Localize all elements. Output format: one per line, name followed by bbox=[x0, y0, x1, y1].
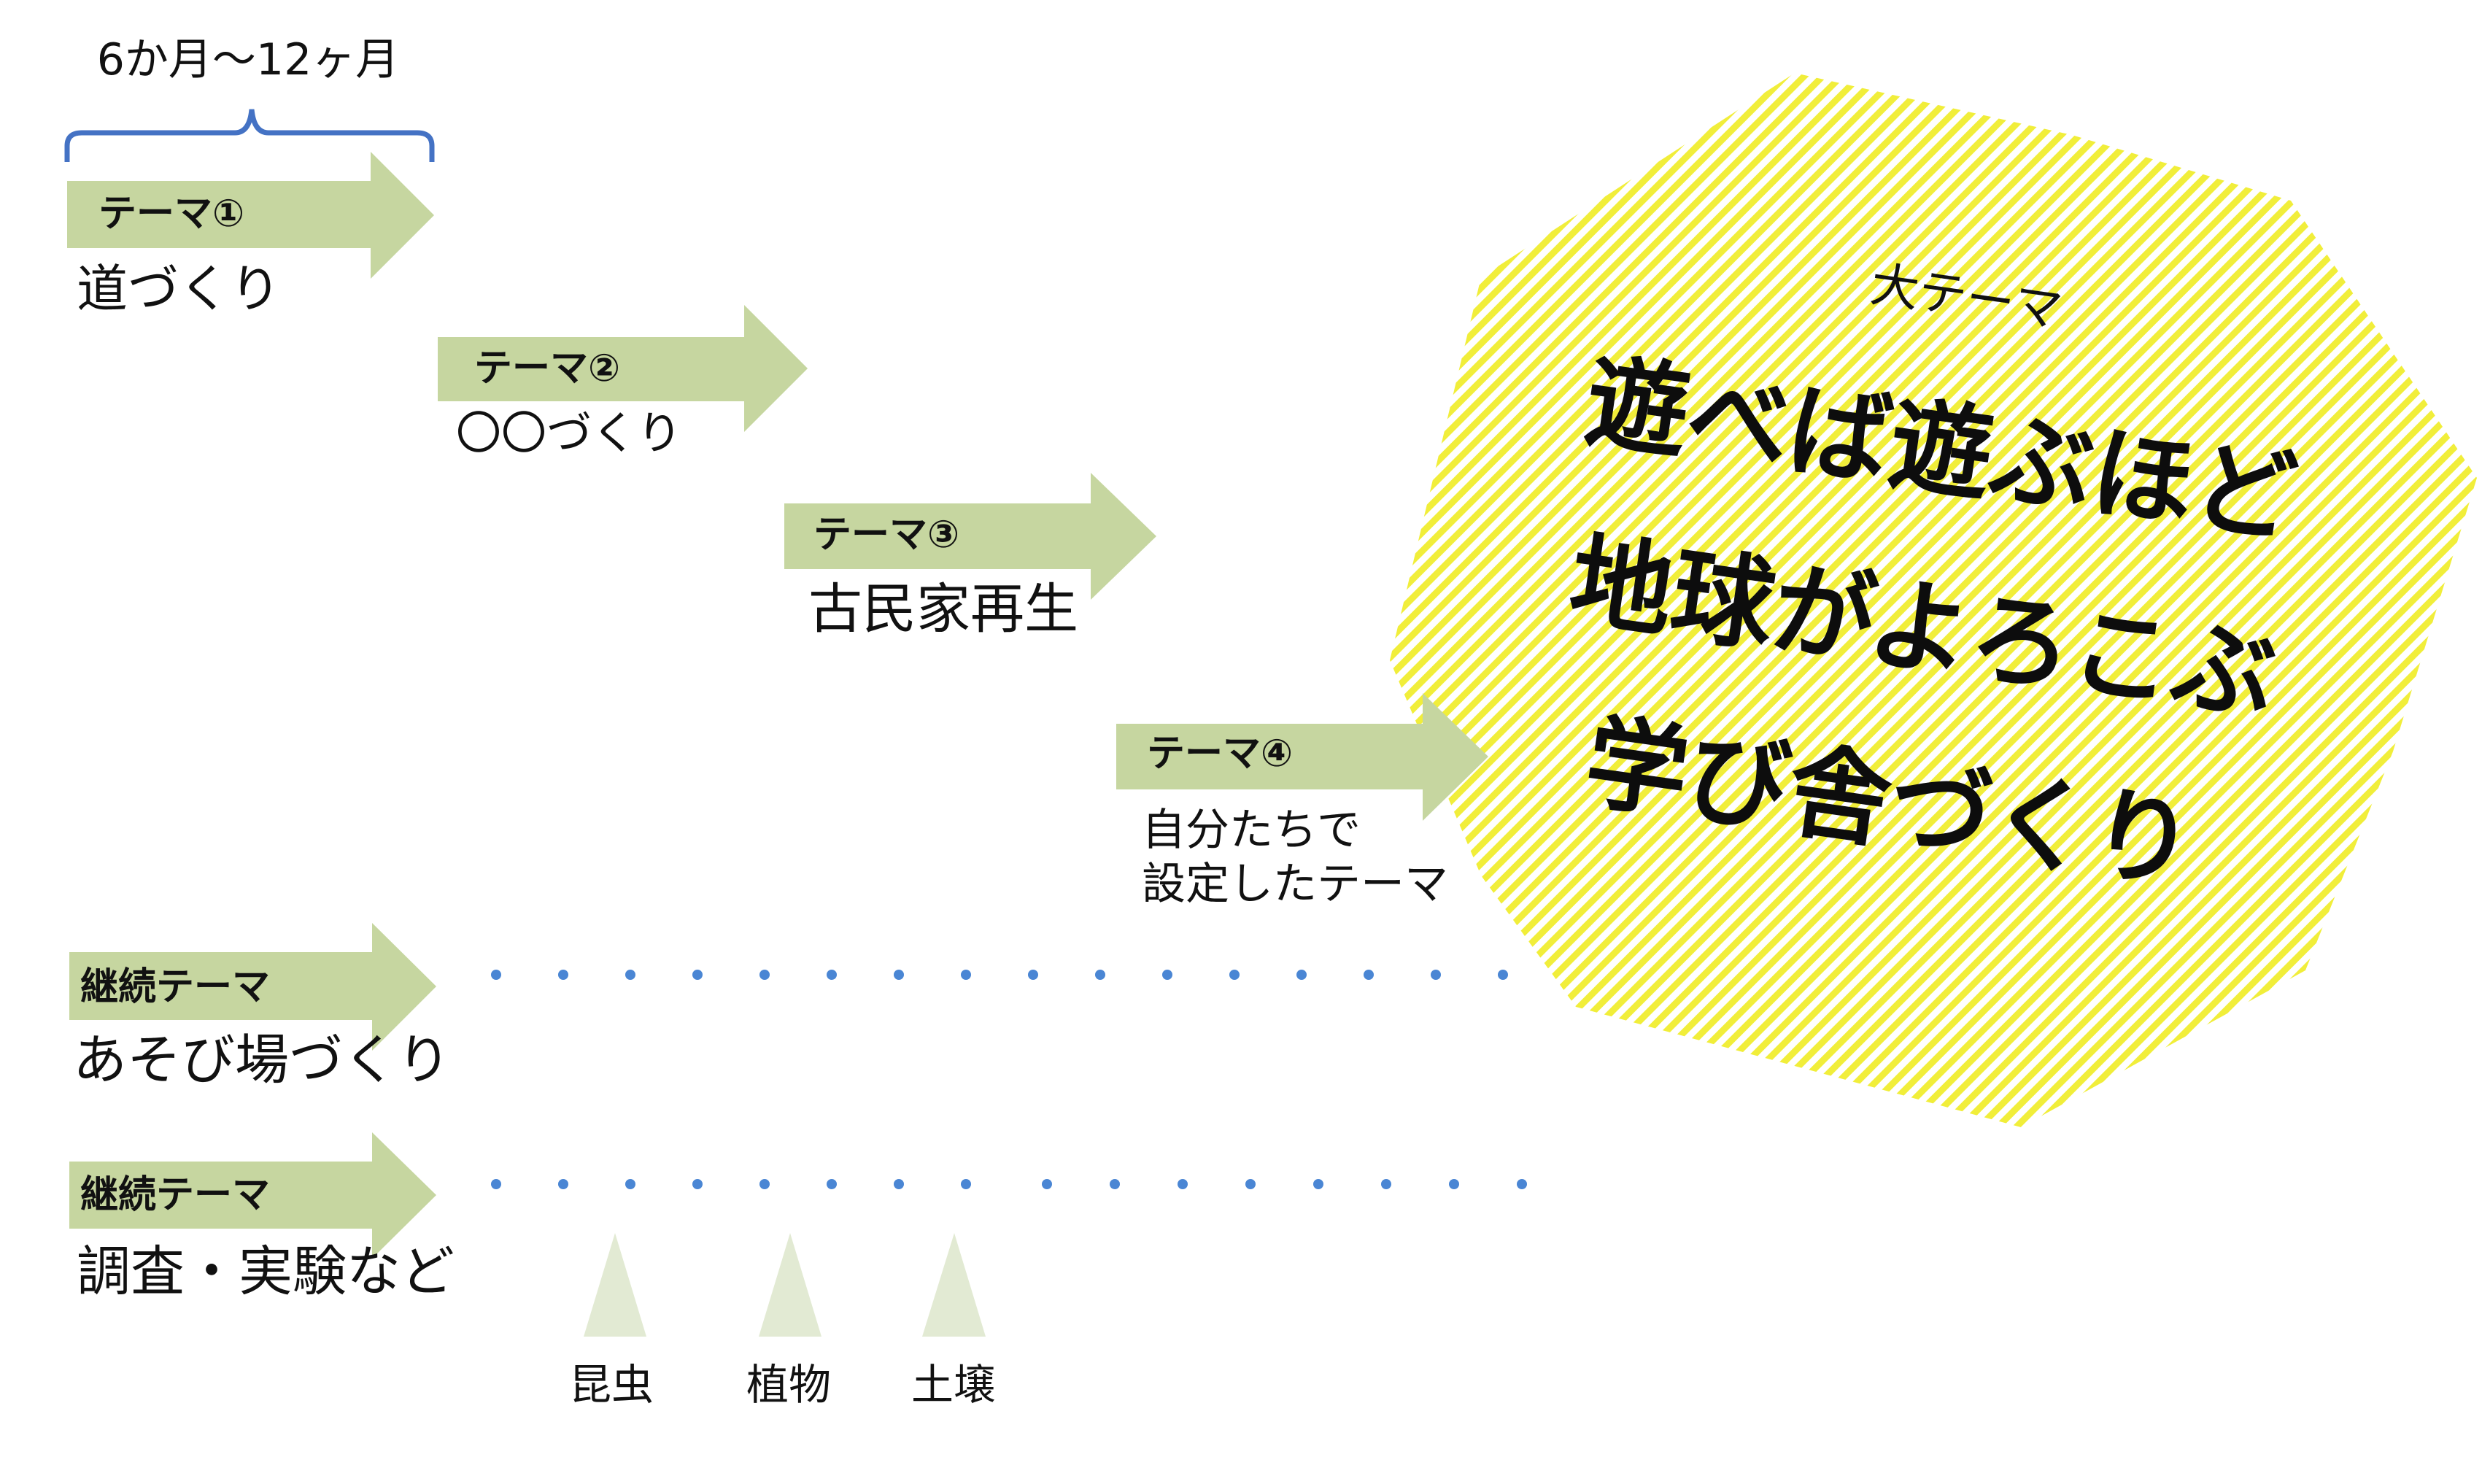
duration-label: 6か月～12ヶ月 bbox=[97, 34, 400, 85]
theme-3-description: 古民家再生 bbox=[808, 578, 1078, 641]
continuing-theme-2-dot bbox=[692, 1179, 703, 1189]
continuing-theme-1-dot bbox=[1296, 970, 1307, 980]
continuing-theme-1-dot bbox=[827, 970, 837, 980]
theme-4: テーマ④ 自分たちで 設定したテーマ bbox=[1116, 693, 1488, 910]
continuing-theme-2-dot bbox=[625, 1179, 635, 1189]
continuing-theme-1-dot bbox=[1498, 970, 1508, 980]
theme-4-label: テーマ④ bbox=[1147, 732, 1293, 776]
theme-2-label: テーマ② bbox=[474, 347, 620, 390]
continuing-theme-1-dot bbox=[491, 970, 501, 980]
topic-3-triangle bbox=[922, 1233, 986, 1337]
continuing-theme-2-dot bbox=[1313, 1179, 1323, 1189]
continuing-theme-1-dot bbox=[1095, 970, 1105, 980]
theme-4-arrow bbox=[1116, 693, 1488, 821]
big-theme-starburst-shape bbox=[1390, 73, 2477, 1127]
continuing-theme-2: 継続テーマ 調査・実験など bbox=[69, 1132, 1527, 1303]
continuing-theme-2-dot bbox=[894, 1179, 904, 1189]
continuing-theme-1-dot bbox=[759, 970, 770, 980]
continuing-theme-2-dot bbox=[961, 1179, 971, 1189]
duration-bracket: 6か月～12ヶ月 bbox=[64, 34, 435, 162]
theme-2-arrow bbox=[438, 305, 808, 432]
continuing-theme-2-dot bbox=[558, 1179, 568, 1189]
continuing-theme-2-dot bbox=[1178, 1179, 1188, 1189]
continuing-theme-1-dot bbox=[625, 970, 635, 980]
theme-1-description: 道づくり bbox=[77, 259, 281, 319]
continuing-theme-2-dot bbox=[491, 1179, 501, 1189]
topic-1-triangle bbox=[584, 1233, 646, 1337]
theme-4-description-line-2: 設定したテーマ bbox=[1142, 859, 1448, 910]
topic-3-label: 土壌 bbox=[911, 1360, 996, 1410]
continuing-theme-1-dot bbox=[1364, 970, 1374, 980]
continuing-theme-2-arrow bbox=[69, 1132, 436, 1259]
continuing-theme-2-dot bbox=[827, 1179, 837, 1189]
continuing-theme-1-label: 継続テーマ bbox=[80, 965, 270, 1009]
theme-1: テーマ① 道づくり bbox=[67, 152, 434, 319]
continuing-theme-1-dot bbox=[692, 970, 703, 980]
theme-3-label: テーマ③ bbox=[813, 513, 959, 557]
continuing-theme-1: 継続テーマ あそび場づくり bbox=[69, 923, 1508, 1091]
theme-2-description: 〇〇づくり bbox=[456, 406, 682, 460]
theme-3-arrow bbox=[784, 473, 1156, 600]
continuing-theme-1-dot bbox=[558, 970, 568, 980]
curly-brace bbox=[64, 109, 435, 162]
continuing-theme-1-dotted-line bbox=[491, 970, 1508, 980]
continuing-theme-1-dot bbox=[894, 970, 904, 980]
topic-2-triangle bbox=[759, 1233, 821, 1337]
continuing-theme-2-dot bbox=[1110, 1179, 1120, 1189]
topic-1-label: 昆虫 bbox=[569, 1360, 654, 1410]
continuing-theme-1-dot bbox=[1431, 970, 1441, 980]
theme-2: テーマ② 〇〇づくり bbox=[438, 305, 808, 460]
continuing-theme-2-description: 調査・実験など bbox=[77, 1240, 455, 1303]
continuing-theme-1-arrow bbox=[69, 923, 436, 1051]
continuing-theme-2-dot bbox=[1381, 1179, 1391, 1189]
continuing-theme-2-dot bbox=[1517, 1179, 1527, 1189]
theme-1-arrow bbox=[67, 152, 434, 279]
continuing-theme-1-dot bbox=[1229, 970, 1240, 980]
big-theme-burst: 大テーマ 遊べば遊ぶほど 地球がよろこぶ 学び舎づくり bbox=[1390, 73, 2477, 1127]
continuing-theme-1-dot bbox=[961, 970, 971, 980]
continuing-theme-2-dot bbox=[1449, 1179, 1459, 1189]
continuing-theme-1-dot bbox=[1028, 970, 1038, 980]
theme-3: テーマ③ 古民家再生 bbox=[784, 473, 1156, 641]
theme-4-description-line-1: 自分たちで bbox=[1142, 805, 1361, 856]
continuing-theme-2-label: 継続テーマ bbox=[80, 1173, 270, 1217]
continuing-theme-2-dot bbox=[759, 1179, 770, 1189]
continuing-theme-1-description: あそび場づくり bbox=[73, 1029, 451, 1091]
topic-2-label: 植物 bbox=[746, 1360, 831, 1410]
continuing-theme-2-dotted-line bbox=[491, 1179, 1527, 1189]
theme-1-label: テーマ① bbox=[98, 192, 244, 236]
continuing-theme-2-dot bbox=[1245, 1179, 1256, 1189]
continuing-theme-1-dot bbox=[1162, 970, 1172, 980]
research-topics: 昆虫 植物 土壌 bbox=[569, 1233, 996, 1410]
continuing-theme-2-dot bbox=[1042, 1179, 1052, 1189]
